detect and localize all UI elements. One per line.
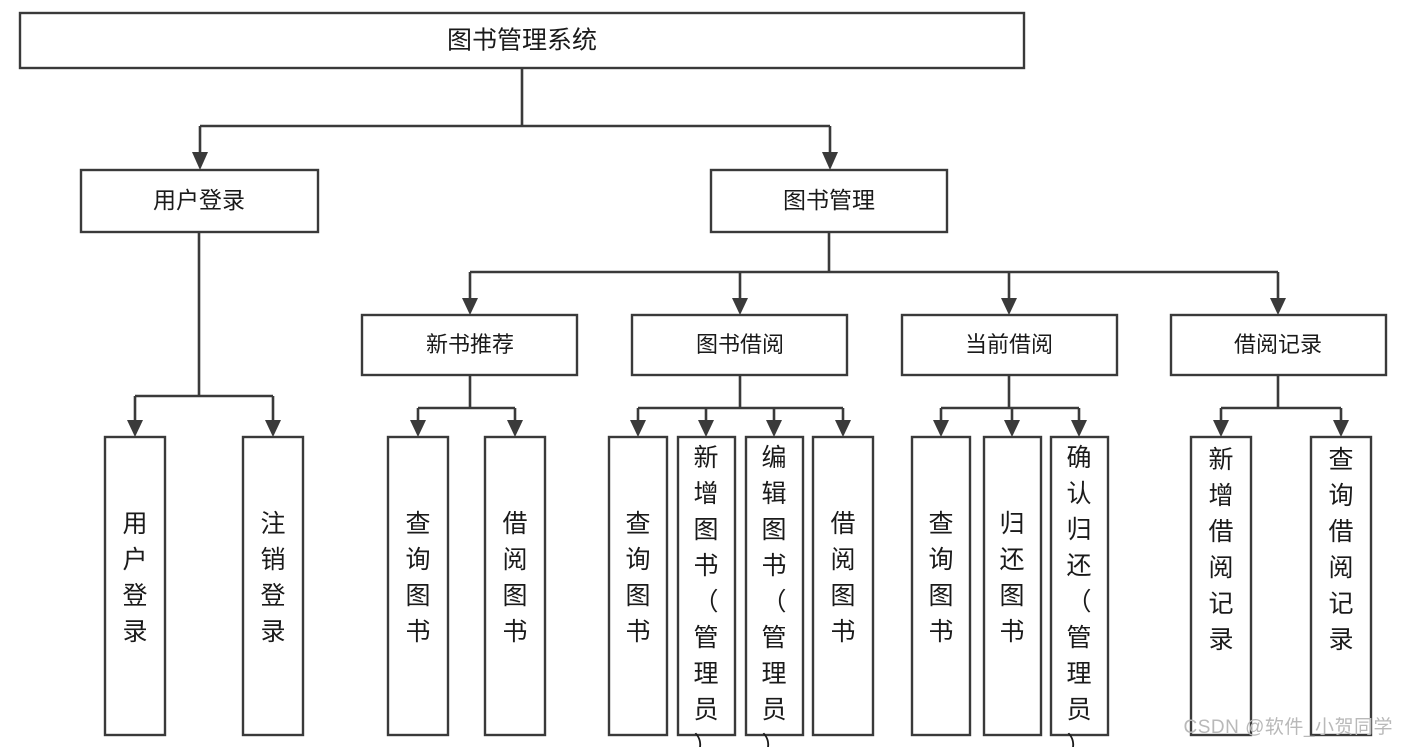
leaf-query-book-current-box[interactable]	[910, 435, 972, 737]
leaf-query-book-newbook[interactable]: 查询图书	[386, 435, 450, 737]
leaf-borrow-book-borrowing[interactable]: 借阅图书	[811, 435, 875, 737]
leaf-query-borrow-record-box[interactable]	[1309, 435, 1373, 737]
leaf-return-book[interactable]: 归还图书	[982, 435, 1043, 737]
arrow-to-user-login	[192, 152, 208, 170]
leaf-edit-book-admin[interactable]: 编辑图书（管理员）	[744, 435, 805, 747]
leaf-edit-book-admin-label: 编辑图书（管理员）	[761, 444, 786, 747]
arrow-to-leaf-edit-book	[766, 420, 782, 437]
leaf-confirm-return-admin-box[interactable]	[1049, 435, 1110, 737]
arrow-to-leaf-query-record	[1333, 420, 1349, 437]
arrow-to-leaf-borrow-book-2	[835, 420, 851, 437]
arrow-to-new-book-rec	[462, 298, 478, 315]
leaf-add-borrow-record-label: 新增借阅记录	[1208, 446, 1233, 654]
leaf-user-login-label: 用户登录	[122, 510, 147, 646]
leaf-user-login-box[interactable]	[103, 435, 167, 737]
leaf-query-borrow-record-label: 查询借阅记录	[1328, 446, 1353, 654]
leaf-confirm-return-admin-label: 确认归还（管理员）	[1066, 444, 1091, 747]
node-borrowing-record[interactable]: 借阅记录	[1169, 313, 1388, 377]
edge-bookborrow-to-leaves	[636, 375, 845, 424]
edge-currentborrow-to-leaves	[939, 375, 1081, 424]
node-borrowing-record-box[interactable]	[1169, 313, 1388, 377]
leaf-query-book-borrowing-box[interactable]	[607, 435, 669, 737]
node-user-login-label: 用户登录	[153, 187, 245, 213]
watermark-text: CSDN @软件_小贺同学	[1183, 717, 1393, 738]
leaf-add-borrow-record-box[interactable]	[1189, 435, 1253, 737]
node-book-borrowing-box[interactable]	[630, 313, 849, 377]
arrow-to-leaf-query-book-1	[410, 420, 426, 437]
leaf-add-book-admin-label: 新增图书（管理员）	[693, 444, 718, 747]
node-root-label: 图书管理系统	[447, 27, 597, 55]
node-book-borrowing[interactable]: 图书借阅	[630, 313, 849, 377]
edge-borrowrecord-to-leaves	[1219, 375, 1343, 424]
node-borrowing-record-label: 借阅记录	[1234, 332, 1322, 357]
node-current-borrowing-label: 当前借阅	[965, 332, 1053, 357]
arrow-to-borrow-record	[1270, 298, 1286, 315]
edge-root-to-level2	[198, 68, 832, 156]
edge-userlogin-to-leaves	[133, 232, 275, 424]
leaf-layer: 用户登录 注销登录 查询图书 借阅图书 查询图书 新增图书（管理员） 编辑图书（…	[103, 435, 1373, 747]
leaf-query-book-newbook-box[interactable]	[386, 435, 450, 737]
leaf-query-book-borrowing[interactable]: 查询图书	[607, 435, 669, 737]
node-new-book-recommend-label: 新书推荐	[426, 332, 514, 357]
leaf-user-login[interactable]: 用户登录	[103, 435, 167, 737]
arrow-to-leaf-add-record	[1213, 420, 1229, 437]
arrow-to-leaf-return-book	[1004, 420, 1020, 437]
leaf-borrow-book-newbook[interactable]: 借阅图书	[483, 435, 547, 737]
arrow-to-book-borrow	[732, 298, 748, 315]
node-book-management-box[interactable]	[709, 168, 949, 234]
connector-layer	[127, 68, 1349, 437]
arrow-to-leaf-confirm-return	[1071, 420, 1087, 437]
node-book-management[interactable]: 图书管理	[709, 168, 949, 234]
node-current-borrowing[interactable]: 当前借阅	[900, 313, 1119, 377]
leaf-logout-box[interactable]	[241, 435, 305, 737]
leaf-query-book-borrowing-label: 查询图书	[625, 510, 650, 646]
node-user-login[interactable]: 用户登录	[79, 168, 320, 234]
node-book-management-label: 图书管理	[783, 187, 875, 213]
arrow-to-book-mgmt	[822, 152, 838, 170]
leaf-borrow-book-borrowing-box[interactable]	[811, 435, 875, 737]
leaf-borrow-book-borrowing-label: 借阅图书	[830, 510, 855, 646]
leaf-add-book-admin-box[interactable]	[676, 435, 737, 737]
leaf-borrow-book-newbook-box[interactable]	[483, 435, 547, 737]
leaf-query-book-current-label: 查询图书	[928, 510, 953, 646]
arrow-to-leaf-query-book-2	[630, 420, 646, 437]
leaf-logout[interactable]: 注销登录	[241, 435, 305, 737]
node-new-book-recommend-box[interactable]	[360, 313, 579, 377]
leaf-query-book-newbook-label: 查询图书	[405, 510, 430, 646]
leaf-confirm-return-admin[interactable]: 确认归还（管理员）	[1049, 435, 1110, 747]
arrow-to-leaf-user-login	[127, 420, 143, 437]
node-current-borrowing-box[interactable]	[900, 313, 1119, 377]
arrow-to-leaf-logout	[265, 420, 281, 437]
arrow-to-leaf-borrow-book-1	[507, 420, 523, 437]
leaf-query-borrow-record[interactable]: 查询借阅记录	[1309, 435, 1373, 737]
node-user-login-box[interactable]	[79, 168, 320, 234]
leaf-query-book-current[interactable]: 查询图书	[910, 435, 972, 737]
node-root[interactable]: 图书管理系统	[18, 11, 1026, 70]
leaf-return-book-label: 归还图书	[999, 510, 1024, 646]
leaf-logout-label: 注销登录	[260, 510, 285, 646]
leaf-edit-book-admin-box[interactable]	[744, 435, 805, 737]
leaf-return-book-box[interactable]	[982, 435, 1043, 737]
leaf-borrow-book-newbook-label: 借阅图书	[502, 510, 527, 646]
arrow-to-current-borrow	[1001, 298, 1017, 315]
node-new-book-recommend[interactable]: 新书推荐	[360, 313, 579, 377]
node-root-box[interactable]	[18, 11, 1026, 70]
leaf-add-borrow-record[interactable]: 新增借阅记录	[1189, 435, 1253, 737]
arrow-to-leaf-query-book-3	[933, 420, 949, 437]
edge-newbook-to-leaves	[416, 375, 517, 424]
node-book-borrowing-label: 图书借阅	[696, 332, 784, 357]
leaf-add-book-admin[interactable]: 新增图书（管理员）	[676, 435, 737, 747]
edge-bookmgmt-to-level3	[468, 232, 1280, 302]
arrow-to-leaf-add-book	[698, 420, 714, 437]
